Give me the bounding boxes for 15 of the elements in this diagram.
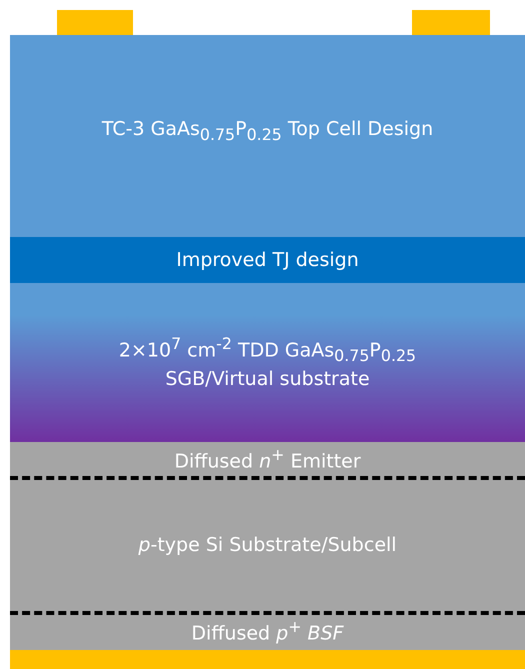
layer-label: Diffused p$^{+}$ BSF [191, 616, 344, 646]
contact-pad [412, 10, 490, 35]
top-cell-layer [10, 35, 525, 237]
layer-label: TC-3 GaAs$_{0.75}$P$_{0.25}$ Top Cell Design [102, 117, 434, 146]
layer-label: p-type Si Substrate/Subcell [138, 533, 397, 558]
contact-pad [57, 10, 133, 35]
layer-label: Improved TJ design [176, 248, 359, 272]
layer-label: 2×10$^{7}$ cm$^{-2}$ TDD GaAs$_{0.75}$P$_{0.25}$ SGB/Virtual substrate [118, 334, 418, 392]
tunnel-junction-layer [10, 237, 525, 283]
back-contact [10, 650, 525, 669]
bsf-region [10, 613, 525, 650]
layer-label: Diffused n$^{+}$ Emitter [174, 445, 361, 474]
buffer-layer [10, 283, 525, 442]
emitter-region [10, 442, 525, 478]
substrate-region [10, 478, 525, 613]
